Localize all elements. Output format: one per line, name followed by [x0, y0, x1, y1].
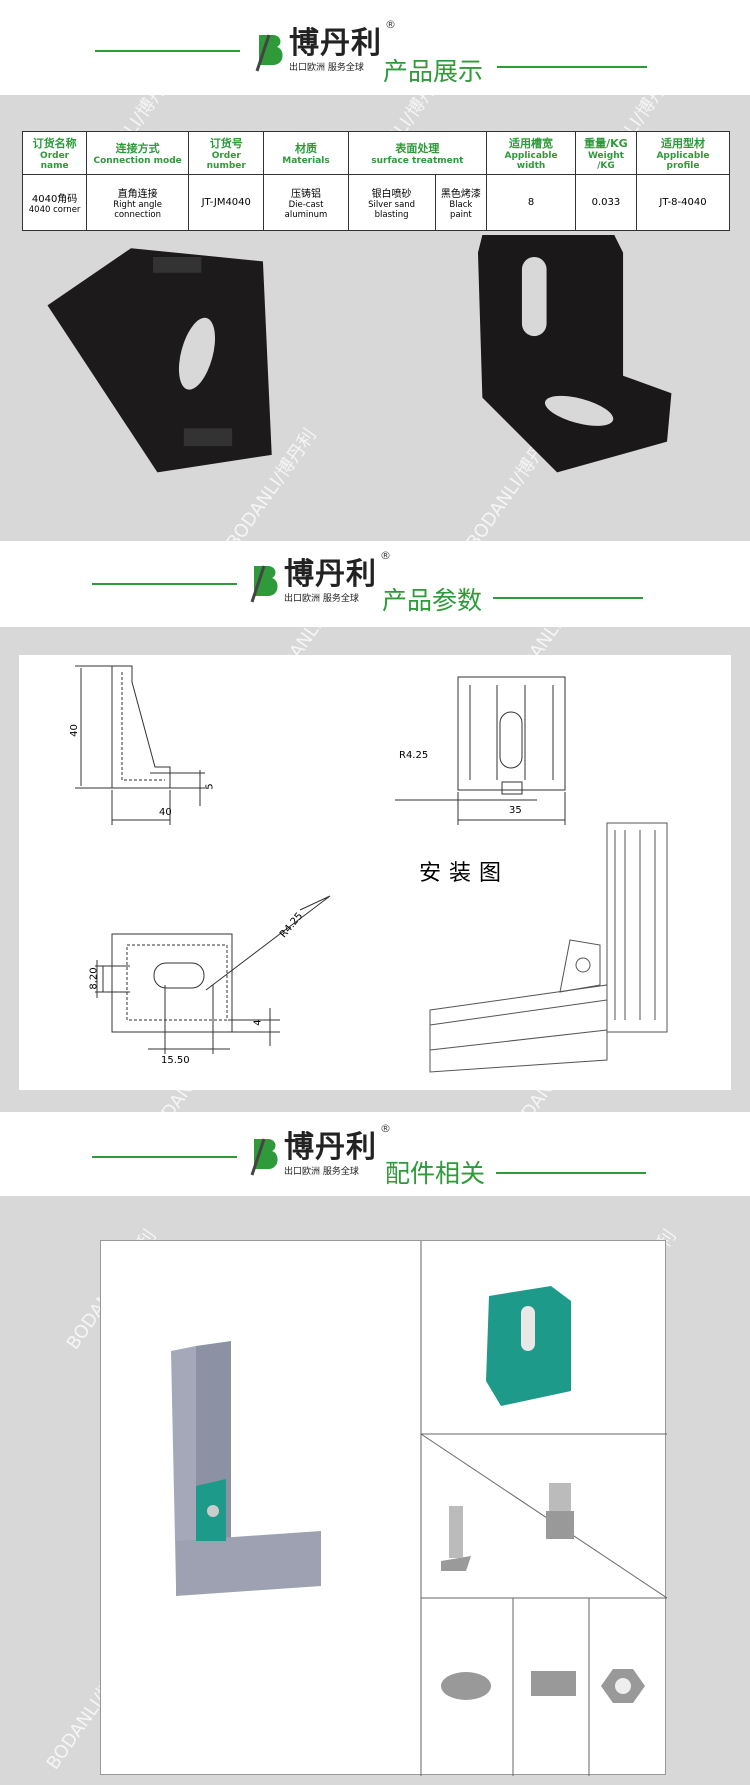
brand-name: 博丹利: [289, 26, 382, 61]
section-title: 配件相关: [385, 1159, 486, 1188]
logo-b-icon: [250, 565, 278, 603]
section-header-1: 博丹利出口欧洲 服务全球 ® 产品展示: [0, 0, 750, 95]
nut-images: [441, 1669, 645, 1703]
brand-slogan: 出口欧洲 服务全球: [284, 1167, 359, 1177]
dim-width-40: 40: [159, 807, 172, 818]
brand-name: 博丹利: [284, 557, 377, 592]
brand-logo: 博丹利出口欧洲 服务全球 ®: [250, 1122, 391, 1177]
dim-height-40: 40: [68, 724, 80, 737]
product-photo-black-1: [47, 248, 272, 473]
divider: [92, 583, 237, 585]
registered-mark: ®: [380, 549, 391, 562]
dim-35: 35: [509, 805, 522, 816]
divider: [497, 66, 647, 68]
brand-logo: 博丹利出口欧洲 服务全球 ®: [250, 549, 391, 604]
t-bolt-image: [441, 1506, 471, 1571]
product-photo-black-2: [477, 235, 672, 473]
technical-drawing: 40 40 5 35 R4.25 安装图 R4.25 8.20 4 15.50: [19, 655, 731, 1090]
divider: [493, 597, 643, 599]
divider: [496, 1172, 646, 1174]
top-view: [95, 895, 331, 1054]
registered-mark: ®: [385, 18, 396, 31]
divider: [95, 50, 240, 52]
socket-screw-image: [546, 1483, 574, 1539]
section-title: 产品展示: [383, 57, 484, 86]
logo-b-icon: [250, 1138, 278, 1176]
front-view: [395, 676, 566, 825]
dim-5: 5: [204, 783, 216, 790]
brand-name: 博丹利: [284, 1130, 377, 1165]
teal-bracket-image: [486, 1286, 571, 1406]
section-title: 产品参数: [382, 586, 483, 615]
divider: [92, 1156, 237, 1158]
cell-weight: 0.033: [574, 174, 637, 231]
dim-4: 4: [252, 1019, 264, 1026]
cell-width: 8: [486, 174, 576, 231]
install-view: [429, 822, 668, 1073]
registered-mark: ®: [380, 1122, 391, 1135]
cell-order: JT-JM4040: [188, 174, 265, 231]
dim-15-50: 15.50: [161, 1055, 190, 1066]
section-header-3: 博丹利出口欧洲 服务全球 ® 配件相关: [0, 1112, 750, 1196]
accessories-panel: [100, 1240, 667, 1776]
dim-radius-front: R4.25: [399, 750, 429, 761]
install-label: 安装图: [419, 861, 510, 886]
brand-logo: 博丹利出口欧洲 服务全球 ®: [255, 18, 396, 73]
cell-profile: JT-8-4040: [635, 174, 731, 231]
section-header-2: 博丹利出口欧洲 服务全球 ® 产品参数: [0, 541, 750, 627]
brand-slogan: 出口欧洲 服务全球: [289, 63, 364, 73]
brand-slogan: 出口欧洲 服务全球: [284, 594, 359, 604]
assembly-image: [171, 1341, 321, 1596]
side-view: [75, 665, 205, 825]
logo-b-icon: [255, 34, 283, 72]
dim-8-20: 8.20: [88, 967, 100, 990]
